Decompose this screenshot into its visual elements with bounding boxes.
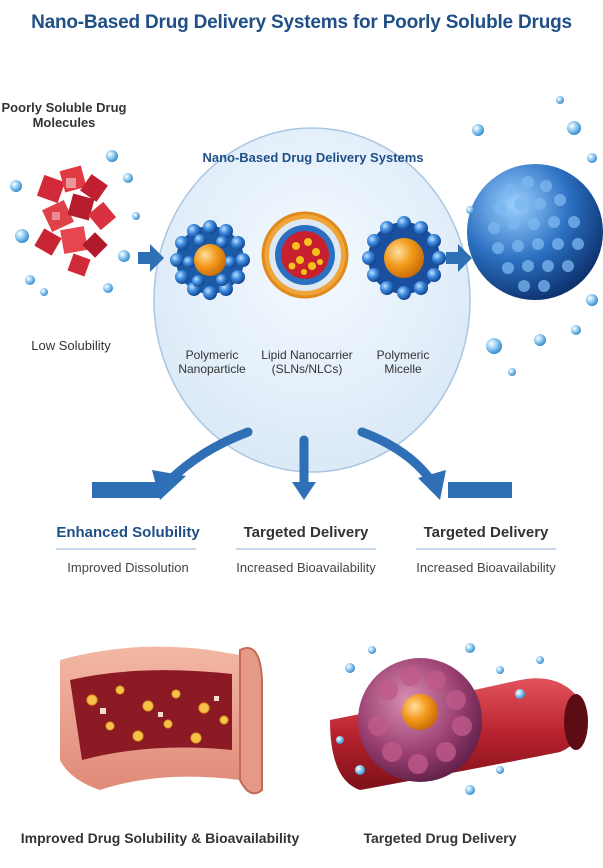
outcome-subtext-bioavailability-1: Increased Bioavailability <box>218 560 394 575</box>
outcome-heading-targeted-delivery-2: Targeted Delivery <box>406 524 566 541</box>
outcome-heading-enhanced-solubility: Enhanced Solubility <box>48 524 208 541</box>
drug-molecules-label: Poorly Soluble Drug Molecules <box>0 100 128 130</box>
dispersed-nanoparticle-sphere-icon <box>467 164 603 300</box>
oval-title: Nano-Based Drug Delivery Systems <box>198 150 428 165</box>
caption-improved-solubility: Improved Drug Solubility & Bioavailabili… <box>20 830 300 846</box>
page-title: Nano-Based Drug Delivery Systems for Poo… <box>0 12 603 34</box>
carrier-label-polymeric-nanoparticle: Polymeric Nanoparticle <box>168 348 256 376</box>
lipid-nanocarrier-icon <box>263 213 347 297</box>
outcome-heading-targeted-delivery-1: Targeted Delivery <box>226 524 386 541</box>
outcome-subtext-improved-dissolution: Improved Dissolution <box>48 560 208 575</box>
carrier-label-lipid-nanocarrier: Lipid Nanocarrier (SLNs/NLCs) <box>252 348 362 376</box>
outcome-divider <box>236 548 376 550</box>
outcome-divider <box>416 548 556 550</box>
caption-targeted-drug-delivery: Targeted Drug Delivery <box>340 830 540 846</box>
tumor-vessel-illustration <box>330 643 588 795</box>
drug-crystals-icon <box>34 166 116 277</box>
outcome-divider <box>56 548 196 550</box>
delivery-systems-oval <box>154 128 470 472</box>
outcome-subtext-bioavailability-2: Increased Bioavailability <box>396 560 576 575</box>
carrier-label-polymeric-micelle: Polymeric Micelle <box>366 348 440 376</box>
intestine-illustration <box>60 647 262 794</box>
low-solubility-label: Low Solubility <box>16 338 126 353</box>
